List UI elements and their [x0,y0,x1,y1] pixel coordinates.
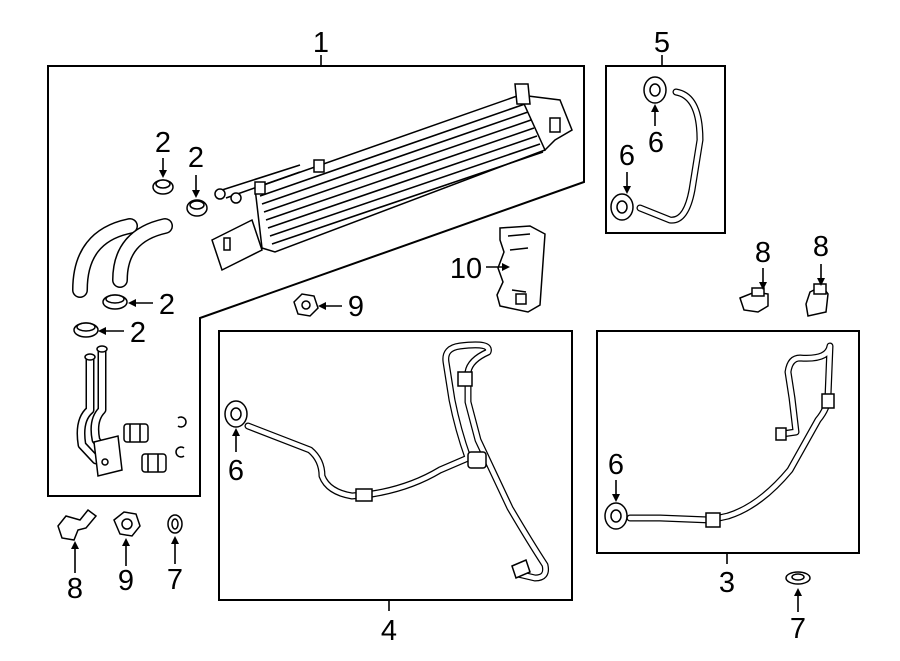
bracket-clip-right [805,283,829,317]
hose-clamp-lower [73,322,99,338]
group-box-3 [596,330,860,554]
callout-7a: 7 [167,564,183,596]
group-box-4 [218,330,573,601]
seal-lower-5 [610,193,634,221]
hex-nut-middle [293,293,319,317]
callout-8a: 8 [67,573,83,605]
hose-clamp-upper-left [152,179,174,195]
callout-2c: 2 [159,289,175,321]
callout-6c: 6 [228,455,244,487]
callout-5: 5 [654,27,670,59]
seal-upper-5 [643,76,667,104]
callout-9a: 9 [118,565,134,597]
group-box-5 [605,65,726,234]
callout-2d: 2 [130,317,146,349]
bracket-clip-mid [739,287,769,313]
o-ring-upper [177,416,187,428]
callout-6d: 6 [608,449,624,481]
seal-3 [604,502,628,530]
callout-8b: 8 [755,237,771,269]
callout-3: 3 [719,567,735,599]
callout-8c: 8 [813,231,829,263]
seal-washer-right [785,571,811,585]
oil-cooler [211,83,573,272]
callout-4: 4 [381,615,397,647]
cooler-hoses [72,218,173,298]
cooler-line-3 [626,342,835,528]
callout-2b: 2 [188,142,204,174]
hose-clamp-middle [102,294,128,310]
cooler-line-4 [244,341,549,582]
callout-10: 10 [450,253,482,285]
fitting-lower [141,453,167,473]
callout-2a: 2 [155,127,171,159]
cooler-pipes [76,345,123,477]
fitting-upper [123,423,149,443]
o-ring-lower [175,446,185,458]
callout-7b: 7 [790,613,806,645]
group-box-1 [47,65,585,497]
cooler-bracket [496,225,546,313]
callout-6b: 6 [619,140,635,172]
cooler-line-5 [636,88,704,224]
bracket-clip-left [57,508,98,541]
callout-9b: 9 [348,291,364,323]
hose-clamp-upper-right [186,199,208,217]
callout-6a: 6 [648,127,664,159]
callout-1: 1 [313,27,329,59]
seal-washer-left [167,514,183,534]
hex-nut-lower [113,511,141,537]
seal-4 [224,400,248,428]
